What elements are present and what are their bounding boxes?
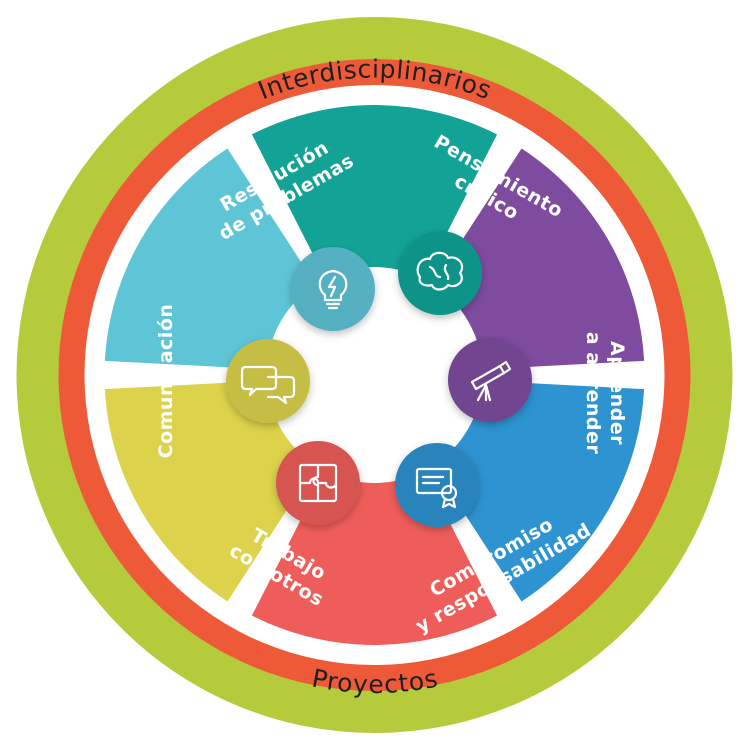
segment-label-line: Aprender (606, 341, 628, 445)
lightbulb-icon (291, 247, 375, 331)
segment-label-line: a aprender (582, 332, 604, 455)
segment-resolucion (104, 148, 316, 370)
certificate-icon (395, 443, 479, 527)
segment-label-comunicacion: Comunicación (155, 304, 177, 459)
segment-aprender (433, 148, 645, 370)
segment-compromiso (433, 380, 645, 602)
segment-label-aprender: Aprendera aprender (582, 332, 628, 455)
icons-layer (226, 231, 532, 527)
puzzle-icon (276, 441, 360, 525)
icon-badge-pensamiento (398, 231, 482, 315)
segment-label-line: Comunicación (155, 304, 177, 459)
brain-icon (398, 231, 482, 315)
telescope-icon (448, 338, 532, 422)
icon-badge-compromiso (395, 443, 479, 527)
icon-badge-comunicacion (226, 339, 310, 423)
chat-bubbles-icon (226, 339, 310, 423)
segment-comunicacion (104, 380, 316, 602)
